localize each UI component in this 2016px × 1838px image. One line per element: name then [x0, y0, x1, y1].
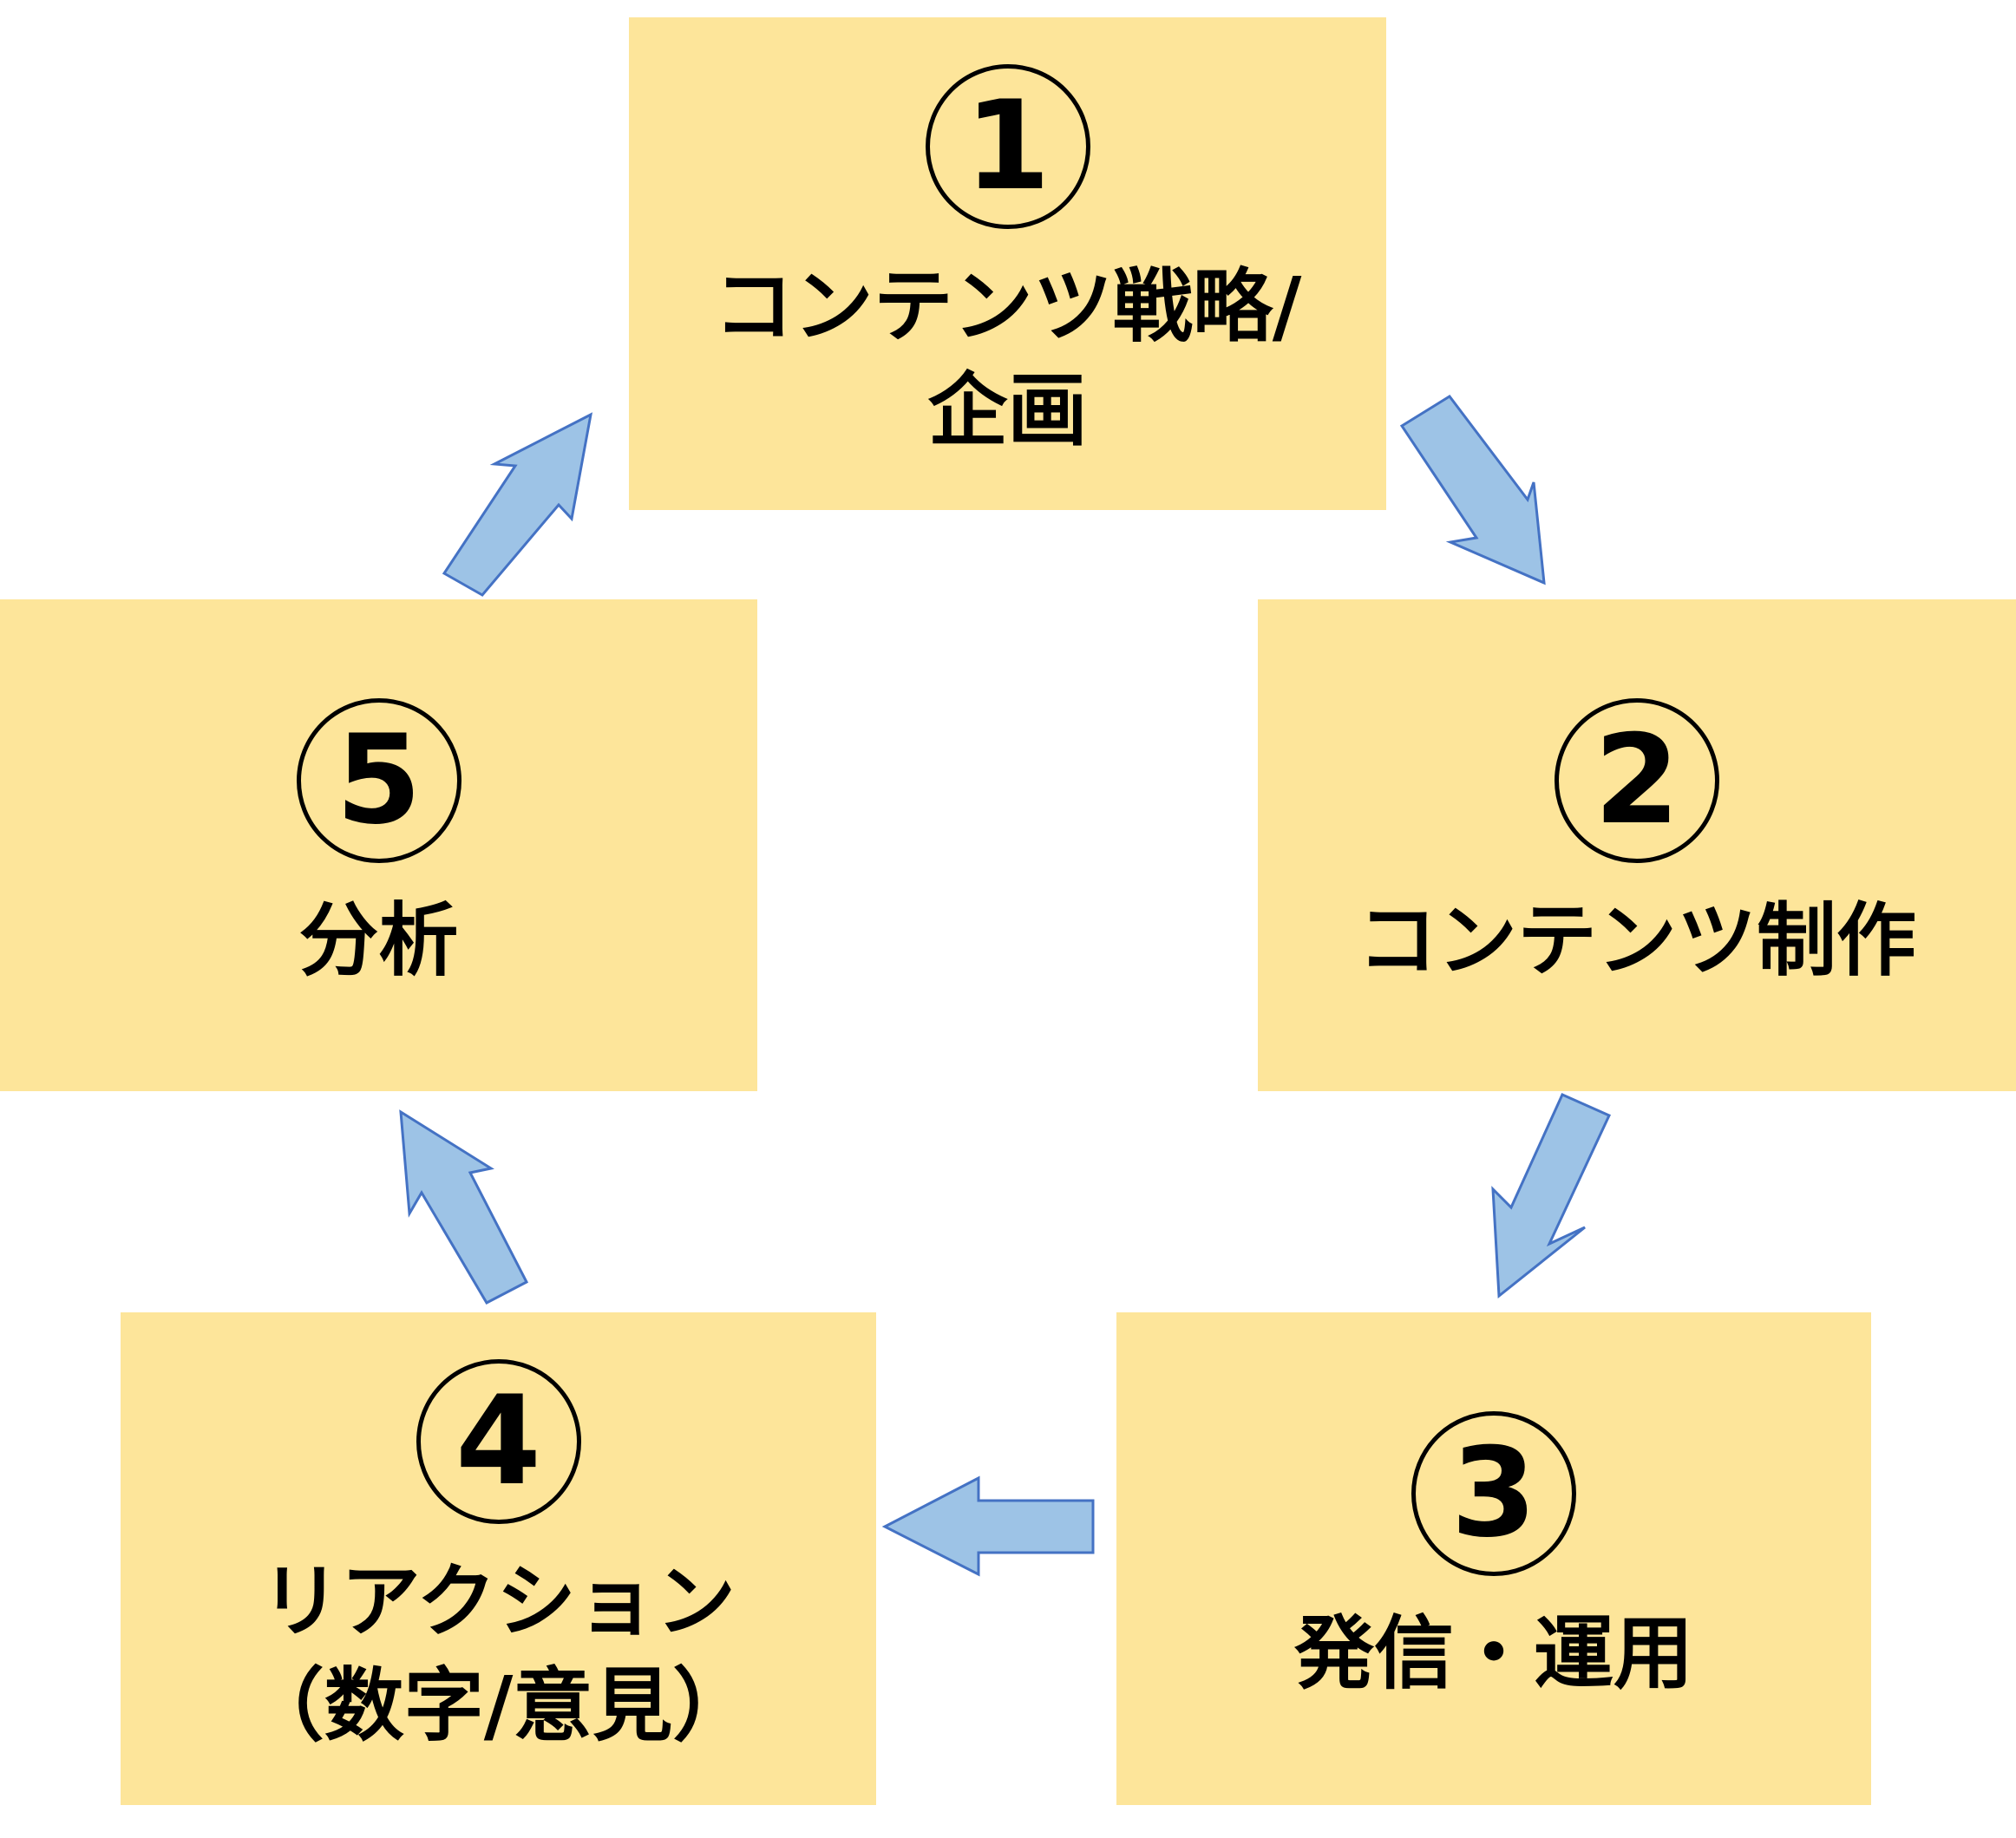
arrow-1-to-2: [1399, 395, 1546, 585]
arrow-5-to-1: [442, 412, 593, 597]
step-4-label: リアクション （数字/意見）: [244, 1555, 753, 1752]
step-5-number: 5: [296, 697, 461, 863]
step-2-label: コンテンツ制作: [1357, 893, 1916, 987]
step-5-label: 分析: [298, 893, 459, 987]
arrow-4-to-5: [399, 1109, 529, 1305]
step-4-box: 4 リアクション （数字/意見）: [121, 1312, 876, 1805]
step-4-number: 4: [416, 1359, 581, 1525]
step-3-box: 3 発信・運用: [1116, 1312, 1871, 1805]
step-2-number: 2: [1555, 697, 1719, 863]
arrow-2-to-3: [1491, 1093, 1612, 1298]
step-1-label: コンテンツ戦略/ 企画: [713, 260, 1302, 457]
step-2-box: 2 コンテンツ制作: [1258, 599, 2016, 1091]
step-5-box: 5 分析: [0, 599, 757, 1091]
step-1-number: 1: [925, 64, 1090, 230]
arrow-3-to-4: [881, 1475, 1095, 1577]
step-3-number: 3: [1411, 1411, 1576, 1577]
step-3-label: 発信・運用: [1293, 1607, 1693, 1701]
step-1-box: 1 コンテンツ戦略/ 企画: [629, 17, 1386, 510]
